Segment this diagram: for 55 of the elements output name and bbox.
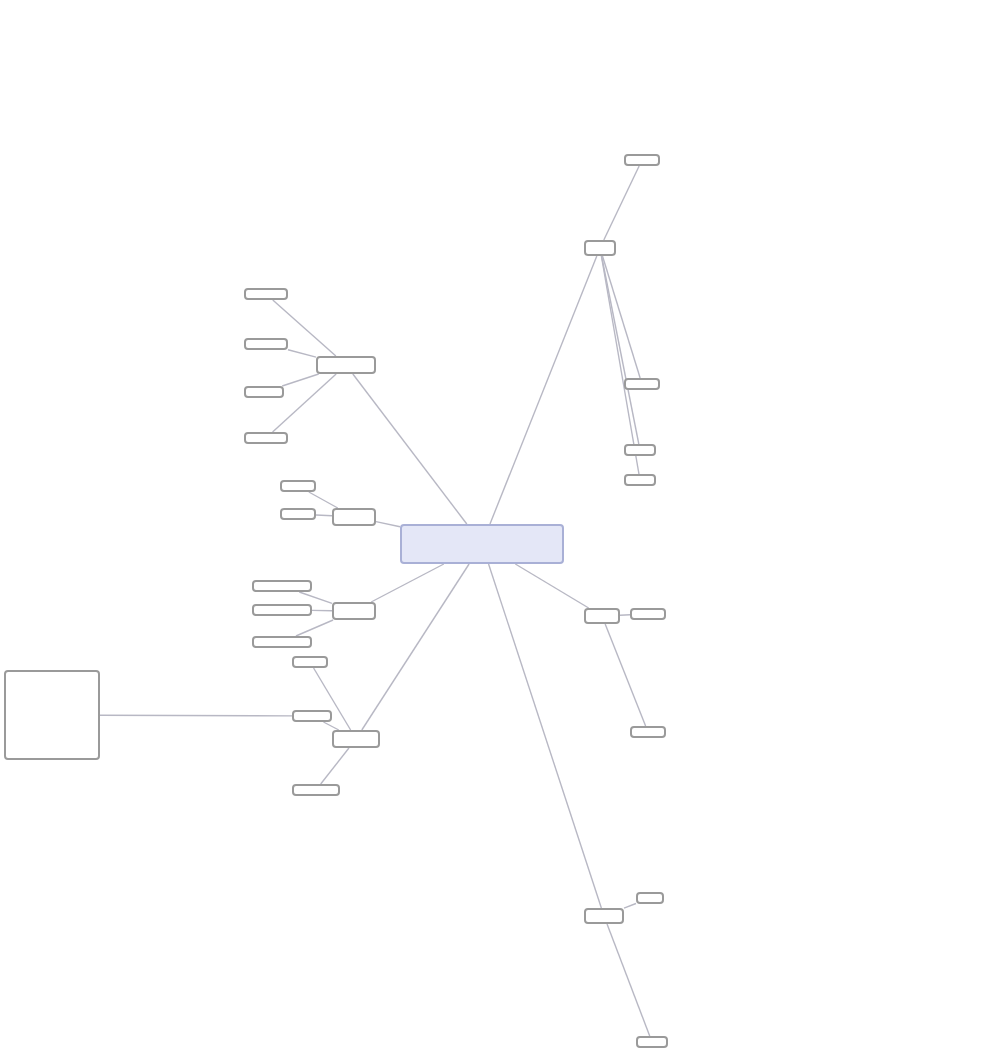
connector-line xyxy=(287,349,317,358)
empty-topic-box xyxy=(244,432,288,444)
connector-line xyxy=(619,614,631,616)
connector-line xyxy=(352,373,468,525)
empty-topic-box xyxy=(292,784,340,796)
connector-line xyxy=(370,563,445,603)
empty-topic-box xyxy=(332,508,376,526)
connector-line xyxy=(606,923,651,1037)
connector-line xyxy=(623,902,637,909)
connector-line xyxy=(298,591,333,605)
empty-topic-box xyxy=(332,730,380,748)
empty-topic-box xyxy=(636,892,664,904)
connector-line xyxy=(99,714,293,717)
empty-topic-box xyxy=(316,356,376,374)
empty-topic-box xyxy=(292,656,328,668)
connector-line xyxy=(375,520,401,528)
connector-line xyxy=(322,721,340,731)
connector-line xyxy=(361,563,470,731)
empty-topic-box xyxy=(624,154,660,166)
empty-topic-box xyxy=(244,338,288,350)
empty-topic-box xyxy=(630,726,666,738)
empty-topic-box xyxy=(624,474,656,486)
empty-topic-box xyxy=(244,386,284,398)
connector-line xyxy=(320,747,350,785)
empty-topic-box xyxy=(280,480,316,492)
empty-topic-box xyxy=(292,710,332,722)
empty-topic-box xyxy=(332,602,376,620)
empty-topic-box xyxy=(584,608,620,624)
empty-topic-box xyxy=(252,636,312,648)
empty-topic-box xyxy=(636,1036,668,1048)
connector-line xyxy=(489,255,598,525)
connector-line xyxy=(603,165,640,241)
connector-line xyxy=(271,373,337,433)
empty-topic-box xyxy=(252,604,312,616)
connector-line xyxy=(604,623,647,727)
connector-line xyxy=(601,255,641,379)
connector-line xyxy=(487,563,603,909)
connector-line xyxy=(295,619,334,637)
connector-line xyxy=(272,299,337,357)
connector-line xyxy=(315,514,333,517)
empty-topic-box xyxy=(4,670,100,760)
empty-topic-box xyxy=(624,444,656,456)
empty-topic-box xyxy=(280,508,316,520)
empty-topic-box xyxy=(624,378,660,390)
empty-topic-box xyxy=(400,524,564,564)
connector-line xyxy=(311,609,333,612)
empty-topic-box xyxy=(252,580,312,592)
empty-topic-box xyxy=(584,240,616,256)
connector-line xyxy=(308,491,339,509)
connector-line xyxy=(281,373,320,387)
empty-topic-box xyxy=(584,908,624,924)
empty-topic-box xyxy=(244,288,288,300)
empty-topic-box xyxy=(630,608,666,620)
connector-line xyxy=(312,667,352,731)
connector-line xyxy=(514,563,590,609)
